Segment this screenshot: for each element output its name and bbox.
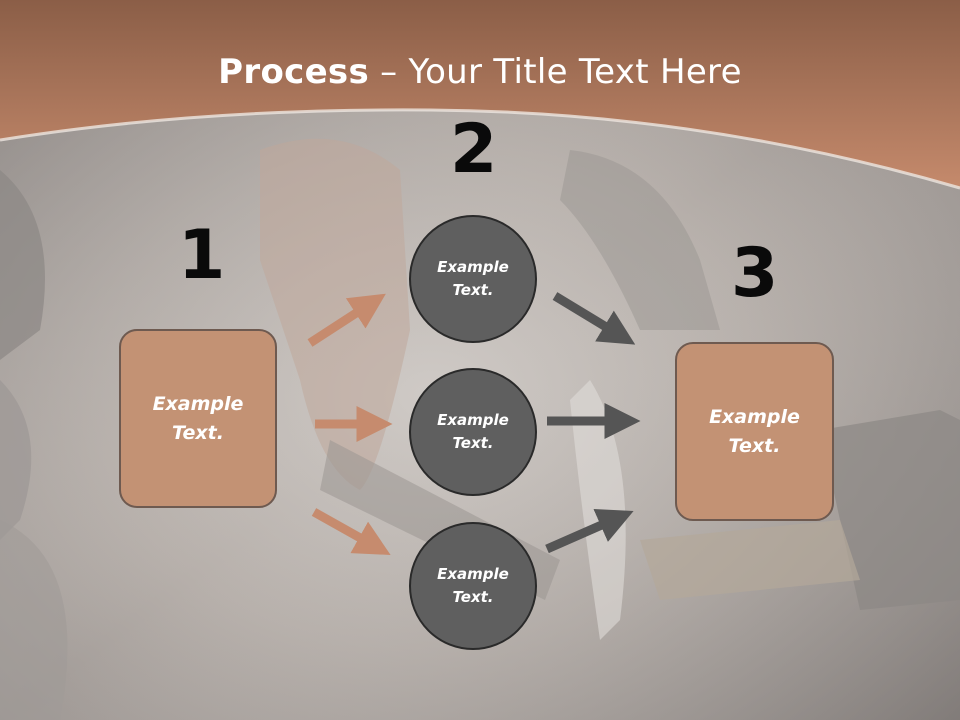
step-3-box[interactable]: Example Text. — [675, 342, 834, 521]
circle-bottom-line2: Text. — [452, 588, 494, 606]
arrow-1-to-top — [307, 293, 386, 347]
circle-top-line1: Example — [437, 257, 509, 276]
circle-middle-line2: Text. — [452, 434, 494, 452]
circle-bottom-line1: Example — [437, 564, 509, 583]
header-band — [0, 0, 960, 190]
step-1-box[interactable]: Example Text. — [119, 329, 277, 508]
arrow-top-to-3 — [552, 292, 636, 345]
step-2-circle-middle[interactable]: Example Text. — [409, 368, 537, 496]
arrow-bottom-to-3 — [545, 508, 634, 554]
step-3-text-line1: Example — [709, 406, 800, 428]
step-3-text: Example Text. — [709, 403, 800, 460]
step-number-1: 1 — [178, 216, 226, 295]
slide-title: Process – Your Title Text Here — [0, 52, 960, 92]
step-2-circle-top[interactable]: Example Text. — [409, 215, 537, 343]
step-3-text-line2: Text. — [728, 434, 781, 457]
step-1-text-line1: Example — [152, 393, 244, 415]
title-bold: Process — [218, 52, 370, 92]
step-2-circle-bottom[interactable]: Example Text. — [409, 522, 537, 650]
title-rest: Your Title Text Here — [408, 52, 742, 92]
circle-middle-line1: Example — [437, 410, 509, 429]
step-1-text-line2: Text. — [172, 421, 224, 444]
title-dash: – — [369, 52, 409, 92]
circle-top-line2: Text. — [452, 281, 494, 299]
step-number-2: 2 — [450, 110, 498, 189]
arrow-1-to-bottom — [311, 508, 391, 556]
step-number-3: 3 — [731, 234, 779, 313]
step-1-text: Example Text. — [153, 390, 244, 447]
